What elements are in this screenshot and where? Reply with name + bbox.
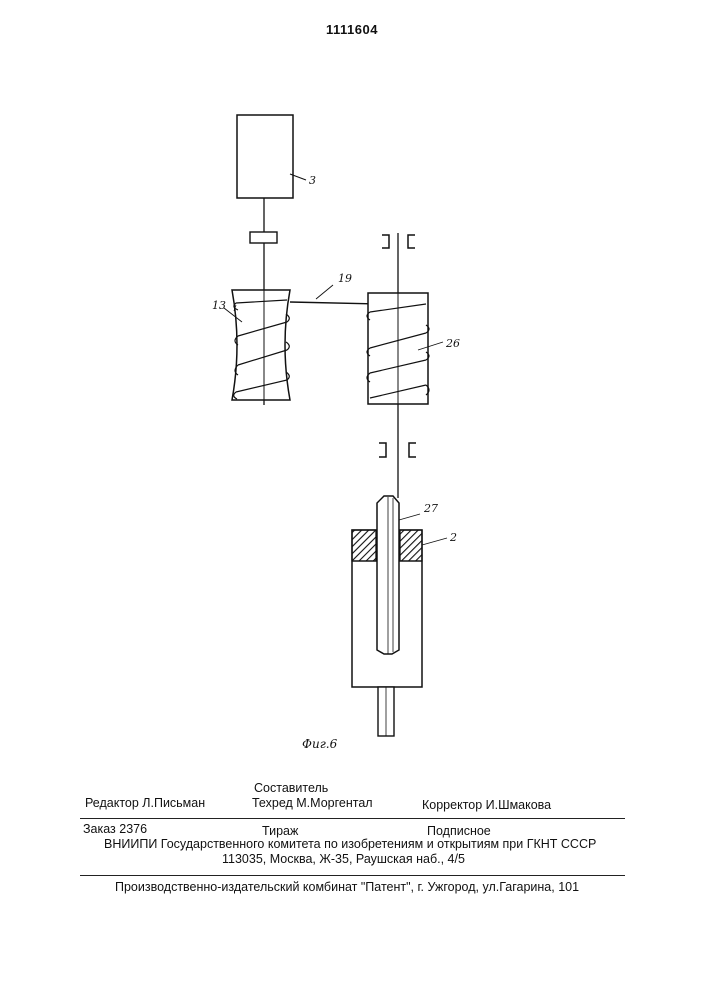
circulation-label: Тираж [262, 824, 298, 838]
institute-line: ВНИИПИ Государственного комитета по изоб… [104, 837, 596, 851]
label-drum-left: 13 [212, 299, 226, 312]
publisher-line: Производственно-издательский комбинат "П… [115, 880, 579, 894]
label-cylinder: 2 [449, 531, 457, 544]
editor-line: Редактор Л.Письман [85, 796, 205, 810]
right-drum [367, 293, 443, 404]
hydraulic-cylinder [352, 496, 447, 736]
techred-line: Техред М.Моргентал [252, 796, 373, 810]
label-cable: 19 [338, 272, 352, 285]
footer-divider-bottom [80, 875, 625, 876]
left-drum [224, 290, 290, 400]
label-motor: 3 [309, 174, 316, 187]
label-drum-right: 26 [445, 337, 460, 350]
corrector-line: Корректор И.Шмакова [422, 798, 551, 812]
label-rod: 27 [423, 502, 438, 515]
footer-divider-top [80, 818, 625, 819]
compiler-label: Составитель [254, 781, 328, 795]
motor-block [237, 115, 306, 198]
technical-drawing: 3 13 19 26 27 2 Фиг.6 [0, 0, 707, 780]
subscription-label: Подписное [427, 824, 491, 838]
address-line: 113035, Москва, Ж-35, Раушская наб., 4/5 [222, 852, 465, 866]
figure-caption: Фиг.6 [302, 737, 338, 751]
order-line: Заказ 2376 [83, 822, 147, 836]
